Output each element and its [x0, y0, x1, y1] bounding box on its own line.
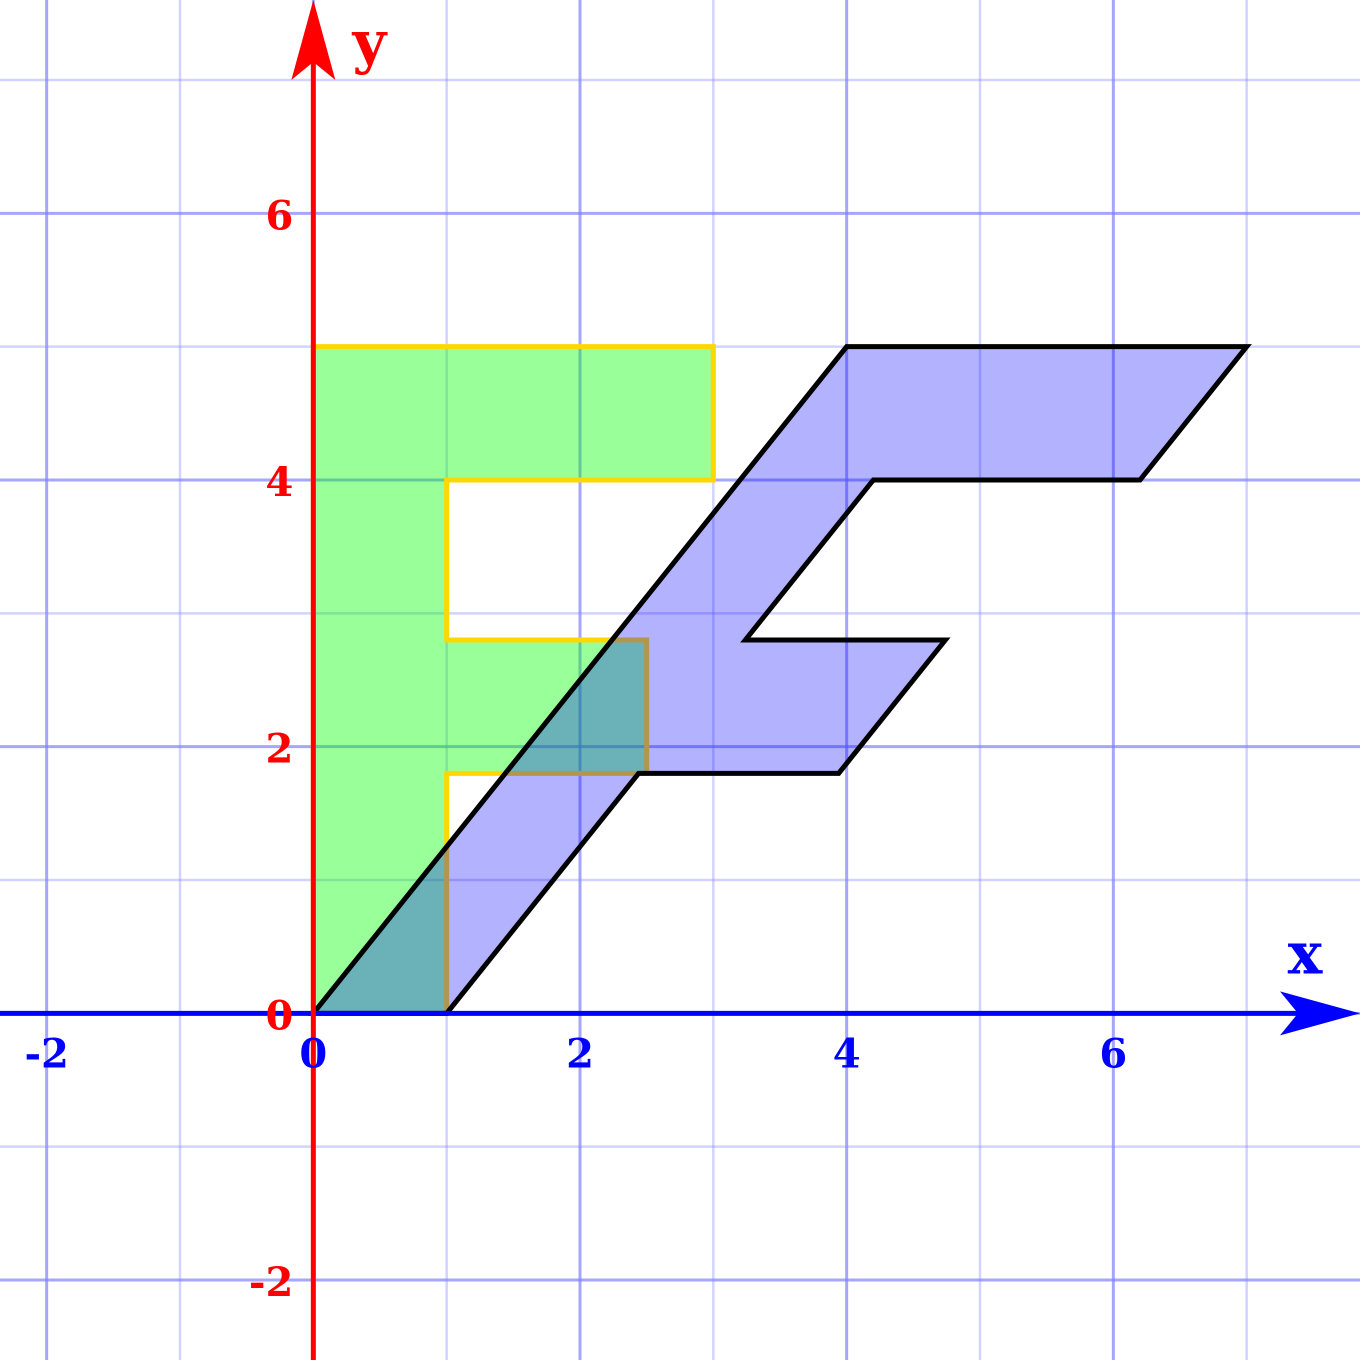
y-tick-label: 0 — [265, 992, 293, 1039]
x-tick-label: 6 — [1099, 1030, 1127, 1077]
original-f-shape — [310, 344, 716, 1016]
y-tick-label: -2 — [249, 1259, 293, 1306]
y-axis-label: y — [351, 8, 388, 76]
x-axis-label: x — [1288, 919, 1323, 987]
y-tick-label: 2 — [265, 726, 293, 773]
x-tick-label: -2 — [24, 1030, 68, 1077]
x-tick-labels: -2 0 2 4 6 — [24, 1030, 1127, 1077]
y-tick-labels: -2 0 2 4 6 — [249, 192, 293, 1306]
shapes-layer — [308, 344, 1252, 1016]
x-axis-arrowhead — [1280, 991, 1360, 1036]
x-tick-label: 2 — [566, 1030, 594, 1077]
x-tick-label: 4 — [833, 1030, 861, 1077]
y-tick-label: 4 — [265, 459, 293, 506]
y-tick-label: 6 — [265, 192, 293, 239]
x-tick-label: 0 — [299, 1030, 327, 1077]
y-axis-arrowhead — [291, 0, 336, 80]
sheared-f-shape — [308, 344, 1252, 1016]
